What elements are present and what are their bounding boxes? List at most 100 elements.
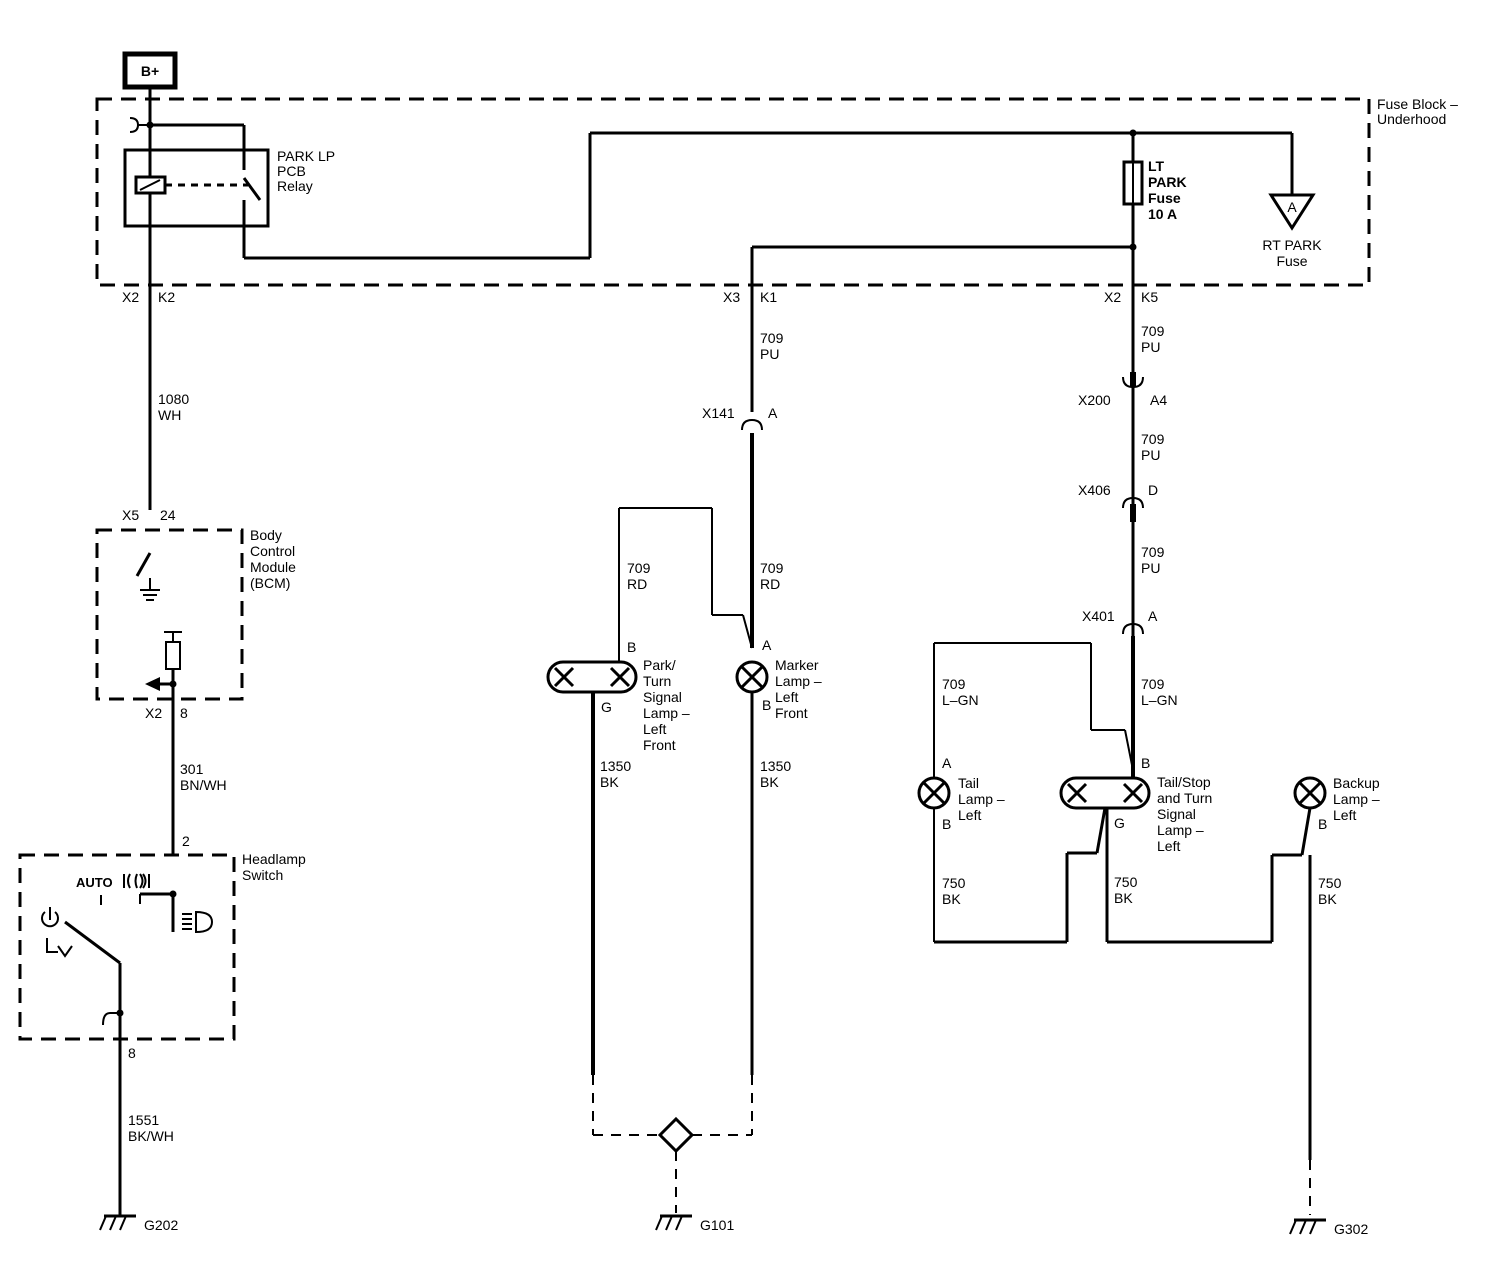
- conn-bcm-in-label: X5: [122, 507, 139, 523]
- lt-fuse-label-line1: LT: [1148, 158, 1165, 174]
- marker-lamp-left-front: [735, 660, 769, 1075]
- conn-relay-label: X2: [122, 289, 139, 305]
- wire-1080-circuit: 1080: [158, 391, 189, 407]
- tail-stop-label-line4: Lamp –: [1157, 822, 1204, 838]
- pin-switch-in-label: 2: [182, 833, 190, 849]
- pin-x406-label: D: [1148, 482, 1158, 498]
- marker-label-line1: Marker: [775, 657, 819, 673]
- lt-park-fuse: [752, 129, 1144, 640]
- park-turn-label-line2: Turn: [643, 673, 671, 689]
- pin-marker-label: K1: [760, 289, 777, 305]
- wire-709pu-a-color: PU: [760, 346, 779, 362]
- pin-x401-label: A: [1148, 608, 1158, 624]
- pin-bcm-out-label: 8: [180, 705, 188, 721]
- parking-symbol-icon: [46, 938, 73, 958]
- park-turn-label-line1: Park/: [643, 657, 676, 673]
- tail-lamp-feed: [933, 642, 1134, 778]
- relay-switch-contact: [242, 177, 262, 201]
- tail-stop-pin-bottom: G: [1114, 815, 1125, 831]
- bcm-label-line1: Body: [250, 527, 282, 543]
- wire-709lgn-a-color: L–GN: [942, 692, 979, 708]
- bcm-label-line2: Control: [250, 543, 295, 559]
- pin-tail-label: K5: [1141, 289, 1158, 305]
- fuse-block-title-line2: Underhood: [1377, 111, 1446, 127]
- marker-label-line3: Left: [775, 689, 798, 705]
- relay-label-line3: Relay: [277, 178, 313, 194]
- wire-301-circuit: 301: [180, 761, 204, 777]
- bcm-pullup-resistor: [145, 631, 182, 855]
- backup-pin: B: [1318, 816, 1327, 832]
- park-turn-pin-bottom: G: [601, 699, 612, 715]
- bcm-label-line4: (BCM): [250, 575, 290, 591]
- wire-750a-circuit: 750: [942, 875, 966, 891]
- conn-tail-label: X2: [1104, 289, 1121, 305]
- conn-bcm-out-label: X2: [145, 705, 162, 721]
- marker-label-line2: Lamp –: [775, 673, 822, 689]
- lt-fuse-label-line3: Fuse: [1148, 190, 1181, 206]
- headlamp-icon: [182, 910, 214, 934]
- backup-label-line1: Backup: [1333, 775, 1380, 791]
- conn-x141-label: X141: [702, 405, 735, 421]
- headlamp-switch-label-line2: Switch: [242, 867, 283, 883]
- park-lamp-relay: [123, 87, 1292, 510]
- conn-x401-label: X401: [1082, 608, 1115, 624]
- connector-x141: [741, 418, 763, 648]
- park-turn-label-line3: Signal: [643, 689, 682, 705]
- tail-stop-label-line5: Left: [1157, 838, 1180, 854]
- park-turn-label-line4: Lamp –: [643, 705, 690, 721]
- wire-709rd-b-circuit: 709: [760, 560, 784, 576]
- wire-750c-circuit: 750: [1318, 875, 1342, 891]
- fuse-block-title-line1: Fuse Block –: [1377, 96, 1458, 112]
- marker-pin-top: A: [762, 637, 772, 653]
- pin-x141-label: A: [768, 405, 778, 421]
- wire-709pu-b-circuit: 709: [1141, 323, 1165, 339]
- ground-g202-label: G202: [144, 1217, 178, 1233]
- pin-relay-label: K2: [158, 289, 175, 305]
- conn-x200-label: X200: [1078, 392, 1111, 408]
- ground-g101-label: G101: [700, 1217, 734, 1233]
- backup-label-line2: Lamp –: [1333, 791, 1380, 807]
- battery-source: B+: [122, 51, 178, 90]
- tail-stop-label-line2: and Turn: [1157, 790, 1212, 806]
- pin-bcm-in-label: 24: [160, 507, 176, 523]
- headlamp-switch-label-line1: Headlamp: [242, 851, 306, 867]
- wire-709rd-a-color: RD: [627, 576, 647, 592]
- conn-marker-label: X3: [723, 289, 740, 305]
- power-off-icon: [41, 907, 59, 928]
- ground-g101-symbol: [655, 1214, 692, 1231]
- tail-stop-turn-lamp-left: [1059, 776, 1312, 944]
- marker-label-line4: Front: [775, 705, 808, 721]
- lt-fuse-label-line2: PARK: [1148, 174, 1187, 190]
- wire-709pu-c-circuit: 709: [1141, 431, 1165, 447]
- splice-g101: [592, 1075, 753, 1213]
- backup-lamp-left: [1293, 776, 1327, 1215]
- tail-label-line2: Lamp –: [958, 791, 1005, 807]
- park-turn-pin-top: B: [627, 639, 636, 655]
- wire-1350b-color: BK: [760, 774, 779, 790]
- headlamp-switch-internals: AUTO: [41, 873, 214, 1215]
- bcm-label-line3: Module: [250, 559, 296, 575]
- fuse-block-outline: [95, 97, 1371, 287]
- tail-stop-label-line3: Signal: [1157, 806, 1196, 822]
- marker-pin-bottom: B: [762, 697, 771, 713]
- wire-1551-color: BK/WH: [128, 1128, 174, 1144]
- tail-label-line1: Tail: [958, 775, 979, 791]
- tail-pin-bottom: B: [942, 816, 951, 832]
- connector-x406: [1122, 496, 1144, 522]
- wire-1350a-color: BK: [600, 774, 619, 790]
- wire-709rd-a-circuit: 709: [627, 560, 651, 576]
- connector-x200: [1122, 372, 1144, 389]
- wire-709pu-d-circuit: 709: [1141, 544, 1165, 560]
- parking-light-icon: [123, 873, 150, 889]
- rt-park-fuse-reference: A: [1268, 133, 1316, 231]
- relay-label-line1: PARK LP: [277, 148, 335, 164]
- wire-1551-circuit: 1551: [128, 1112, 159, 1128]
- wire-709pu-b-color: PU: [1141, 339, 1160, 355]
- connector-x401: [1122, 622, 1144, 778]
- wire-709lgn-b-color: L–GN: [1141, 692, 1178, 708]
- park-turn-feed: [618, 507, 753, 662]
- bcm-internal-switch: [135, 552, 160, 601]
- wire-709pu-a-circuit: 709: [760, 330, 784, 346]
- wire-1350a-circuit: 1350: [600, 758, 631, 774]
